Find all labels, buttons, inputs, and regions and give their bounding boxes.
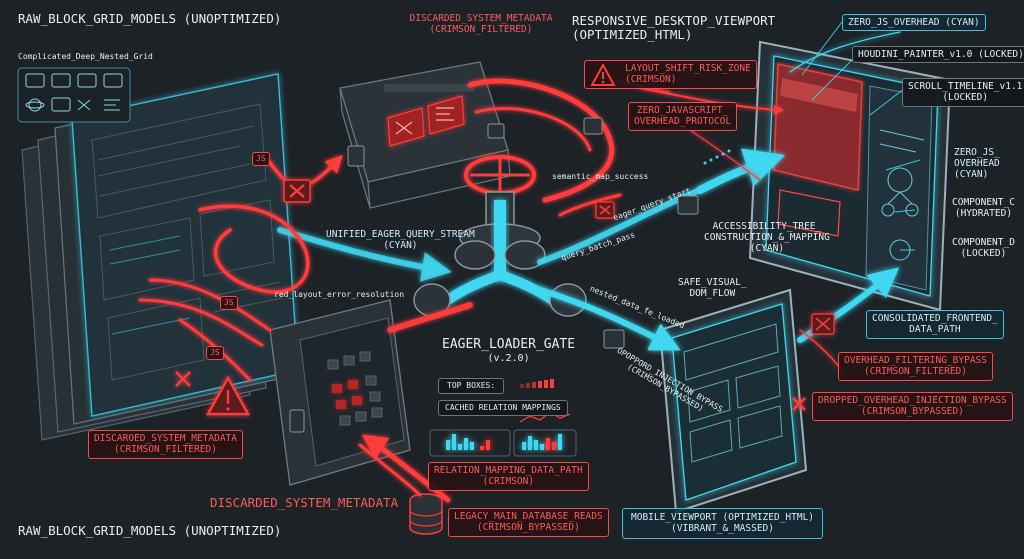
responsive-viewport-title: RESPONSIVE_DESKTOP_VIEWPORT(OPTIMIZED_HT… <box>572 14 775 43</box>
raw-grid-stack <box>22 74 298 440</box>
unified-query-stream-label: UNIFIED_EAGER_QUERY_STREAM(CYAN) <box>326 230 475 252</box>
js-chip: JS <box>206 346 224 360</box>
js-chip: JS <box>252 152 270 166</box>
raw-grid-title-bottom: RAW_BLOCK_GRID_MODELS (UNOPTIMIZED) <box>18 524 281 538</box>
zero-js-protocol-box: ZERO_JAVASCRIPT_OVERHEAD_PROTOCOL <box>628 102 737 131</box>
consolidated-data-path-box: CONSOLIDATED_FRONTEND_DATA_PATH <box>866 310 1004 339</box>
nested-grid-icon-panel <box>18 68 130 122</box>
scroll-timeline-label: SCROLL_TIMELINE_v1.1(LOCKED) <box>902 78 1024 107</box>
component-c-label: COMPONENT_C(HYDRATED) <box>952 198 1015 220</box>
red-layout-label: red_layout_error_resolution <box>274 290 404 299</box>
mobile-viewport-box: MOBILE_VIEWPORT (OPTIMIZED_HTML)(VIBRANT… <box>622 508 823 539</box>
nested-grid-label: Complicated_Deep_Nested_Grid <box>18 52 153 61</box>
warning-icon <box>590 63 616 87</box>
zero-js-overhead-side: ZERO_JS_OVERHEAD(CYAN) <box>954 148 1000 181</box>
eager-loader-gate-title: EAGER_LOADER_GATE(v.2.0) <box>442 338 575 364</box>
discaroed-metadata-box: DISCAROED_SYSTEM_METADATA(CRIMSON_FILTER… <box>88 430 243 459</box>
safe-visual-dom-flow-label: SAFE_VISUAL_DOM_FLOW <box>678 278 747 300</box>
legacy-database-reads-box: LEGACY_MAIN_DATABASE_READS(CRIMSON_BYPAS… <box>448 508 609 537</box>
js-chip: JS <box>220 296 238 310</box>
houdini-painter-label: HOUDINI_PAINTER_v1.0 (LOCKED) <box>852 46 1024 63</box>
cached-relation-label: CACHED RELATION MAPPINGS <box>438 400 568 416</box>
dropped-overhead-injection-box: DROPPED_OVERHEAD_INJECTION_BYPASS(CRIMSO… <box>812 392 1013 421</box>
zero-js-overhead-top: ZERO_JS_OVERHEAD (CYAN) <box>842 14 986 31</box>
accessibility-tree-label: ACCESSIBILITY_TREE_CONSTRUCTION_&_MAPPIN… <box>704 222 830 255</box>
relation-mapping-path-box: RELATION_MAPPING_DATA_PATH(CRIMSON) <box>428 462 589 491</box>
overhead-filtering-bypass-box: OVERHEAD_FILTERING_BYPASS(CRIMSON_FILTER… <box>838 352 993 381</box>
legacy-database-icon <box>410 494 442 534</box>
semantic-map-label: semantic_map_success <box>552 172 648 181</box>
discarded-metadata-bottom: DISCARDED_SYSTEM_METADATA <box>210 496 398 510</box>
discarded-top-label: DISCARDED_SYSTEM_METADATA(CRIMSON_FILTER… <box>406 14 556 36</box>
raw-grid-title-top: RAW_BLOCK_GRID_MODELS (UNOPTIMIZED) <box>18 12 281 26</box>
component-d-label: COMPONENT_D(LOCKED) <box>952 238 1015 260</box>
top-boxes-label: TOP BOXES: <box>438 378 504 394</box>
